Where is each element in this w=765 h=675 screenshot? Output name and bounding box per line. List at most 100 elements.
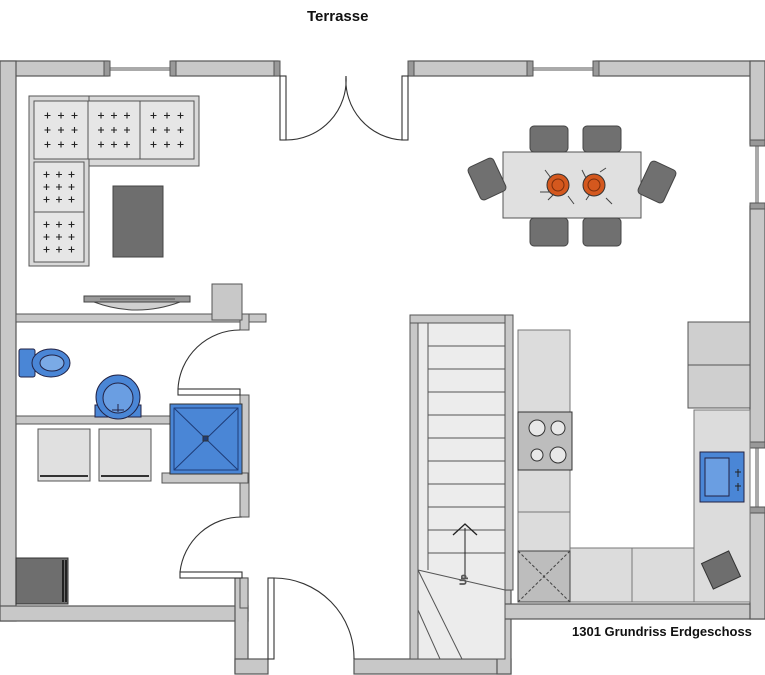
wall-stair-left — [409, 314, 419, 660]
sofa-tuft — [43, 171, 50, 178]
sofa-tuft — [56, 221, 62, 228]
wall-cap — [749, 441, 765, 449]
wall-bath-vertical-top — [239, 313, 250, 331]
sofa-tuft — [68, 184, 75, 190]
wall-left — [0, 60, 17, 622]
interior-walls — [15, 283, 514, 660]
sofa-tuft — [44, 127, 51, 133]
oven-icon — [15, 557, 69, 605]
doors — [177, 75, 409, 660]
coffee-table-icon — [112, 185, 164, 258]
sofa-tuft — [124, 112, 130, 119]
wall-cap — [749, 506, 765, 514]
stair-label: Up — [459, 574, 468, 585]
wall-stair-right — [504, 314, 514, 591]
window-icon — [755, 448, 759, 507]
wall-cap — [273, 60, 281, 77]
sofa-tuft — [68, 221, 75, 228]
sofa-tuft — [71, 127, 78, 133]
sofa-tuft — [111, 127, 117, 133]
dining-table-icon — [502, 151, 642, 219]
sofa-tuft — [68, 234, 75, 240]
stairs-icon: Up — [417, 322, 506, 660]
sofa-tuft — [124, 141, 130, 148]
wall-bottom-right — [496, 603, 765, 620]
sofa-icon — [28, 95, 200, 267]
sofa-tuft — [44, 112, 51, 119]
sofa-tuft — [71, 141, 78, 148]
sofa-tuft — [58, 127, 64, 133]
sofa-tuft — [177, 127, 184, 133]
sofa-tuft — [71, 112, 78, 119]
toilet-icon — [18, 348, 71, 378]
shower-icon — [169, 403, 243, 475]
wall-top-right-a — [409, 60, 531, 77]
wall-living-bath — [15, 313, 267, 323]
door-icon[interactable] — [267, 577, 355, 660]
window-icon — [110, 67, 170, 71]
wall-cap — [407, 60, 415, 77]
wall-bottom-middle — [353, 658, 512, 675]
wall-bottom-vertical — [239, 577, 249, 609]
window-icon — [533, 67, 593, 71]
sofa-tuft — [56, 184, 62, 190]
windows — [110, 67, 759, 507]
wall-bottom-left — [0, 605, 249, 622]
sofa-tuft — [177, 112, 184, 119]
sofa-tuft — [68, 171, 75, 178]
sofa-tuft — [164, 127, 170, 133]
exterior-walls — [0, 60, 765, 675]
sofa-tuft — [98, 112, 104, 119]
terrace-label: Terrasse — [307, 8, 369, 25]
dryer-icon — [98, 428, 152, 482]
sofa-tuft — [124, 127, 130, 133]
washing-machine-icon — [37, 428, 91, 482]
sofa-tuft — [164, 112, 170, 119]
wall-cap — [526, 60, 534, 77]
chair-icon — [467, 125, 677, 247]
sofa-tuft — [68, 246, 75, 253]
sofa-tuft — [177, 141, 184, 148]
sofa-tuft — [164, 141, 170, 148]
plate-icon — [540, 167, 613, 205]
plan-caption: 1301 Grundriss Erdgeschoss — [572, 624, 752, 639]
dishwasher-icon — [517, 550, 571, 603]
sofa-tuft — [43, 184, 50, 190]
sofa-tuft — [43, 196, 50, 203]
sofa-tuft — [111, 141, 117, 148]
wall-column — [211, 283, 243, 321]
wall-cap — [749, 139, 765, 147]
wall-top-right-b — [595, 60, 765, 77]
sofa-tuft — [150, 141, 157, 148]
sofa-tuft — [43, 221, 50, 228]
sofa-tuft — [98, 141, 104, 148]
wall-cap — [169, 60, 177, 77]
wall-right-bottom — [749, 509, 765, 620]
tv-icon — [83, 295, 191, 311]
sofa-tuft — [68, 196, 75, 203]
sink-icon — [94, 374, 142, 420]
door-icon[interactable] — [279, 75, 409, 141]
sofa-tuft — [111, 112, 117, 119]
door-icon[interactable] — [179, 516, 243, 579]
wall-bottom-left-2 — [234, 658, 269, 675]
sofa-tuft — [56, 171, 62, 178]
sofa-tuft — [150, 112, 157, 119]
sofa-tuft — [56, 196, 62, 203]
sofa-tuft — [98, 127, 104, 133]
wall-right-mid — [749, 205, 765, 447]
wall-cap — [103, 60, 111, 77]
window-icon — [755, 146, 759, 203]
sofa-tuft — [58, 112, 64, 119]
sofa-tuft — [150, 127, 157, 133]
sofa-tuft — [43, 234, 50, 240]
wall-cap — [592, 60, 600, 77]
sofa-tuft — [56, 234, 62, 240]
kitchen-sink-icon — [699, 451, 745, 503]
wall-stair-top — [409, 314, 512, 324]
wall-top-left-b — [171, 60, 279, 77]
door-icon[interactable] — [177, 329, 241, 396]
coffee-machine-icon — [700, 550, 742, 590]
sofa-tuft — [56, 246, 62, 253]
